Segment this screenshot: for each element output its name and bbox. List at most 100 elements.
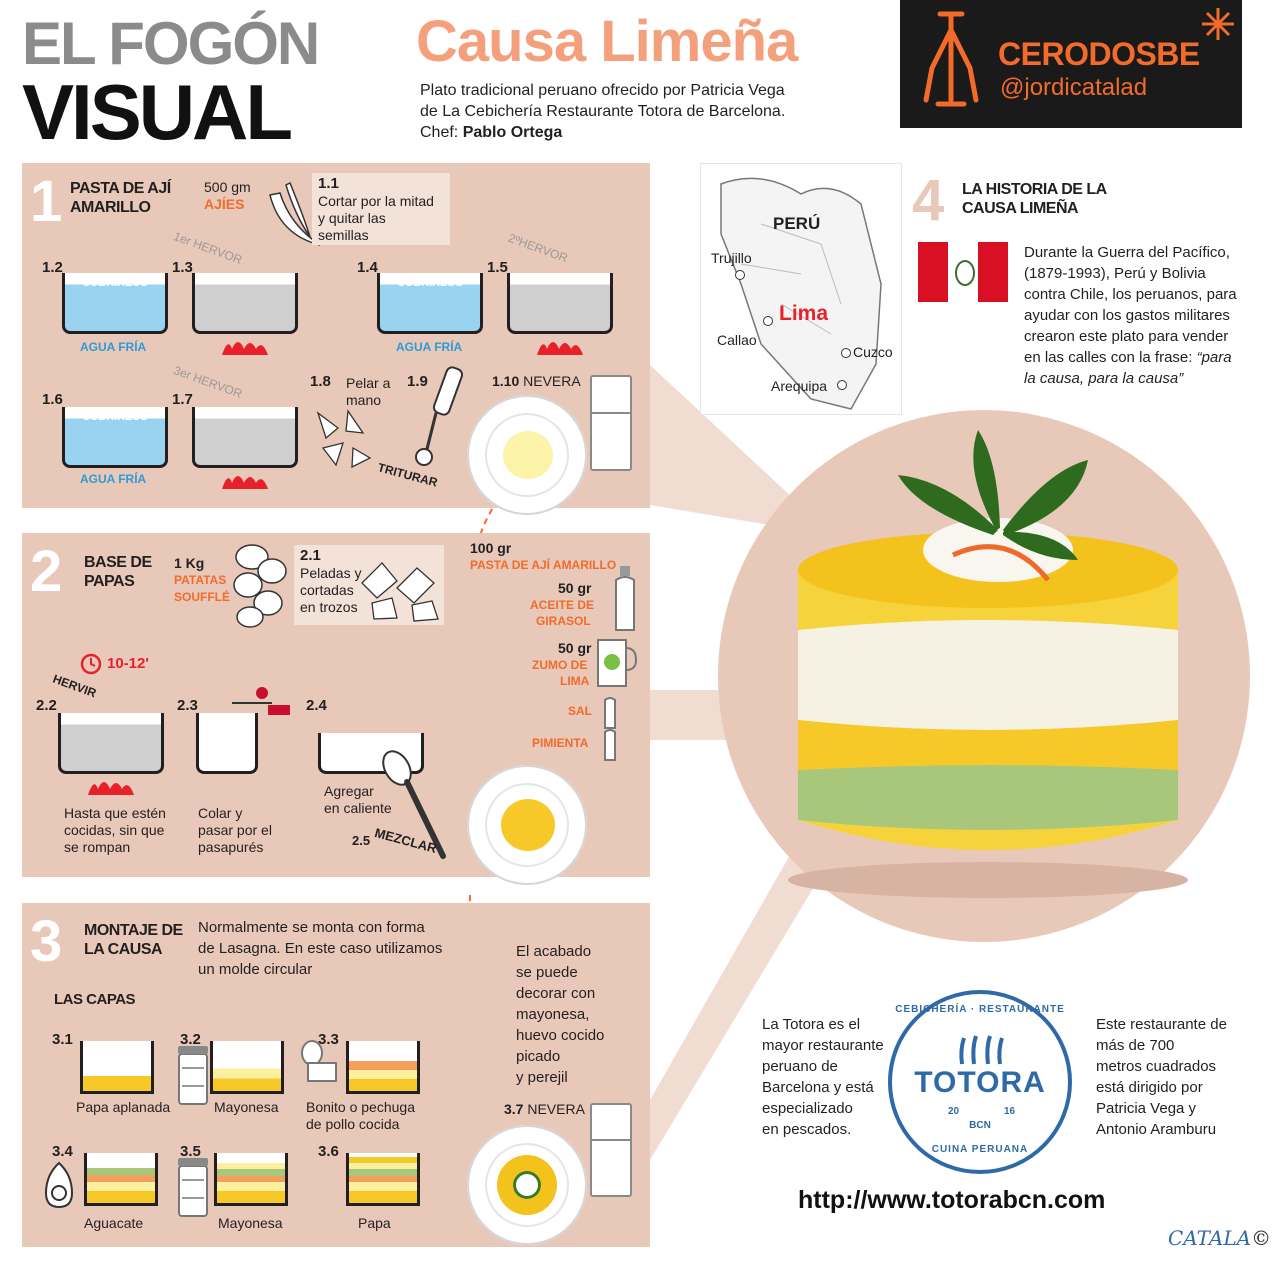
dish-circle <box>718 410 1250 942</box>
flame-icon <box>537 342 583 355</box>
pot-boil-2 <box>507 273 613 334</box>
city-marker <box>841 348 851 358</box>
pot-cold-3-cover: CUBRIRLOS <box>82 411 148 423</box>
finish-line1: El acabado <box>516 943 592 960</box>
step11-text3: semillas <box>318 227 369 243</box>
layer-label: Papa aplanada <box>76 1099 171 1115</box>
step25-label: 2.5 MEZCLAR <box>352 825 438 856</box>
potato-qty: 1 Kg PATATAS SOUFFLÉ <box>174 555 230 606</box>
section1-title-line1: PASTA DE AJÍ <box>70 180 171 197</box>
step22-text2: cocidas, sin que <box>64 822 165 838</box>
brand-logo: EL FOGÓN VISUAL <box>22 10 362 153</box>
history-line5: crearon este plato para vender <box>1024 328 1229 345</box>
step22-text: Hasta que estén cocidas, sin que se romp… <box>64 805 166 856</box>
step110-number: 1.10 <box>492 373 520 389</box>
ingredient-list: 100 gr PASTA DE AJÍ AMARILLO 50 gr ACEIT… <box>470 540 650 780</box>
totora-reeds-icon <box>959 1035 1004 1065</box>
boil-label: HERVIR <box>50 671 99 701</box>
restaurant-url-link[interactable]: http://www.totorabcn.com <box>798 1186 1106 1214</box>
pot-cold-2-cover: CUBRIRLOS <box>397 277 463 289</box>
step16-number: 1.6 <box>42 391 63 408</box>
fridge-icon <box>590 375 632 471</box>
step11-text1: Cortar por la mitad <box>318 193 434 209</box>
oil-bottle-icon <box>615 566 635 631</box>
layer-number: 3.3 <box>318 1031 339 1048</box>
logo-name: TOTORA <box>914 1066 1046 1099</box>
history-line1: Durante la Guerra del Pacífico, <box>1024 244 1230 261</box>
city-trujillo: Trujillo <box>711 250 752 266</box>
step11-text2: y quitar las <box>318 210 386 226</box>
step21-text1: Peladas y <box>300 565 362 581</box>
boil2-label: 2ºHERVOR <box>506 230 570 266</box>
signature-text: CATALA <box>1168 1226 1252 1250</box>
map-country: PERÚ <box>773 214 821 233</box>
history-line2: (1879-1993), Perú y Bolivia <box>1024 265 1206 282</box>
brand-line1: EL FOGÓN <box>22 10 320 77</box>
avocado-icon <box>44 1161 74 1209</box>
copyright-symbol: © <box>1251 1226 1272 1250</box>
step25-number: 2.5 <box>352 833 371 848</box>
plate-potato-mix <box>467 765 587 885</box>
city-marker <box>837 380 847 390</box>
pot-cold-2-water: AGUA FRÍA <box>396 340 463 354</box>
step14-number: 1.4 <box>357 259 378 276</box>
step110-label: 1.10 NEVERA <box>492 373 581 389</box>
pot-cold-1: CUBRIRLOS <box>62 273 168 334</box>
layer-label: Mayonesa <box>214 1099 279 1115</box>
restaurant-right-line5: Patricia Vega y <box>1096 1100 1197 1117</box>
history-line4: ayudar con los gastos militares <box>1024 307 1230 324</box>
section3-title: MONTAJE DE LA CAUSA <box>84 921 183 959</box>
plate-finished-causa <box>467 1125 587 1245</box>
layer-mold <box>80 1041 154 1094</box>
restaurant-right-line1: Este restaurante de <box>1096 1016 1227 1033</box>
layer-mold <box>214 1153 288 1206</box>
page-title: Causa Limeña <box>416 9 798 74</box>
pot-cold-3: CUBRIRLOS <box>62 407 168 468</box>
section2-number: 2 <box>30 539 63 604</box>
history-line6: en las calles con la frase: <box>1024 349 1193 366</box>
city-callao: Callao <box>717 332 757 348</box>
step11-note: 1.1 Cortar por la mitad y quitar las sem… <box>312 173 450 245</box>
peeled-pepper-icon <box>316 409 372 469</box>
potato-mix-portion <box>501 799 555 851</box>
layer-label: Papa <box>358 1215 391 1231</box>
pepper-shaker-icon <box>604 729 616 761</box>
logo-year-b: 16 <box>1004 1106 1016 1117</box>
finish-line6: picado <box>516 1048 561 1065</box>
section4-title-line1: LA HISTORIA DE LA <box>962 181 1107 198</box>
restaurant-left-line6: en pescados. <box>762 1121 852 1138</box>
flame-icon <box>222 476 268 489</box>
city-marker <box>763 316 773 326</box>
restaurant-left-line2: mayor restaurante <box>762 1037 884 1054</box>
section1-panel: 1 PASTA DE AJÍ AMARILLO 500 gm AJÍES 1.1… <box>22 163 650 515</box>
step110-text: NEVERA <box>523 373 581 389</box>
section1-title: PASTA DE AJÍ AMARILLO <box>70 179 171 217</box>
step18-number: 1.8 <box>310 373 331 390</box>
cerodosbe-badge: CERODOSBE @jordicatalad <box>900 0 1242 128</box>
step18-text1: Pelar a <box>346 375 391 391</box>
author-signature: CATALA© <box>1168 1226 1271 1250</box>
aji-qty-amount: 500 gm <box>204 179 251 195</box>
restaurant-left-text: La Totora es el mayor restaurante peruan… <box>762 1014 884 1140</box>
potato-qty-amount: 1 Kg <box>174 555 205 571</box>
lime-jug-icon <box>597 639 638 687</box>
section4-title: LA HISTORIA DE LA CAUSA LIMEÑA <box>962 180 1107 218</box>
logo-city: BCN <box>969 1120 991 1131</box>
pot-cold-1-water: AGUA FRÍA <box>80 340 147 354</box>
finish-line2: se puede <box>516 964 578 981</box>
step37-number: 3.7 <box>504 1101 524 1117</box>
paste-qty: 100 gr <box>470 540 512 556</box>
intro-line2: de Lasagna. En este caso utilizamos <box>198 940 443 957</box>
layer-mold <box>84 1153 158 1206</box>
oil-name1: ACEITE DE <box>530 598 595 612</box>
section2-title: BASE DE PAPAS <box>84 553 152 591</box>
restaurant-left-line4: Barcelona y está <box>762 1079 874 1096</box>
step24-number: 2.4 <box>306 697 327 714</box>
pot-strainer <box>196 713 258 774</box>
chef-label: Chef: <box>420 124 459 141</box>
salt-label: SAL <box>568 704 592 718</box>
potatoes-icon <box>233 544 287 628</box>
step21-number: 2.1 <box>300 547 321 564</box>
spark-icon <box>1202 8 1234 40</box>
fridge-icon <box>590 1103 632 1197</box>
